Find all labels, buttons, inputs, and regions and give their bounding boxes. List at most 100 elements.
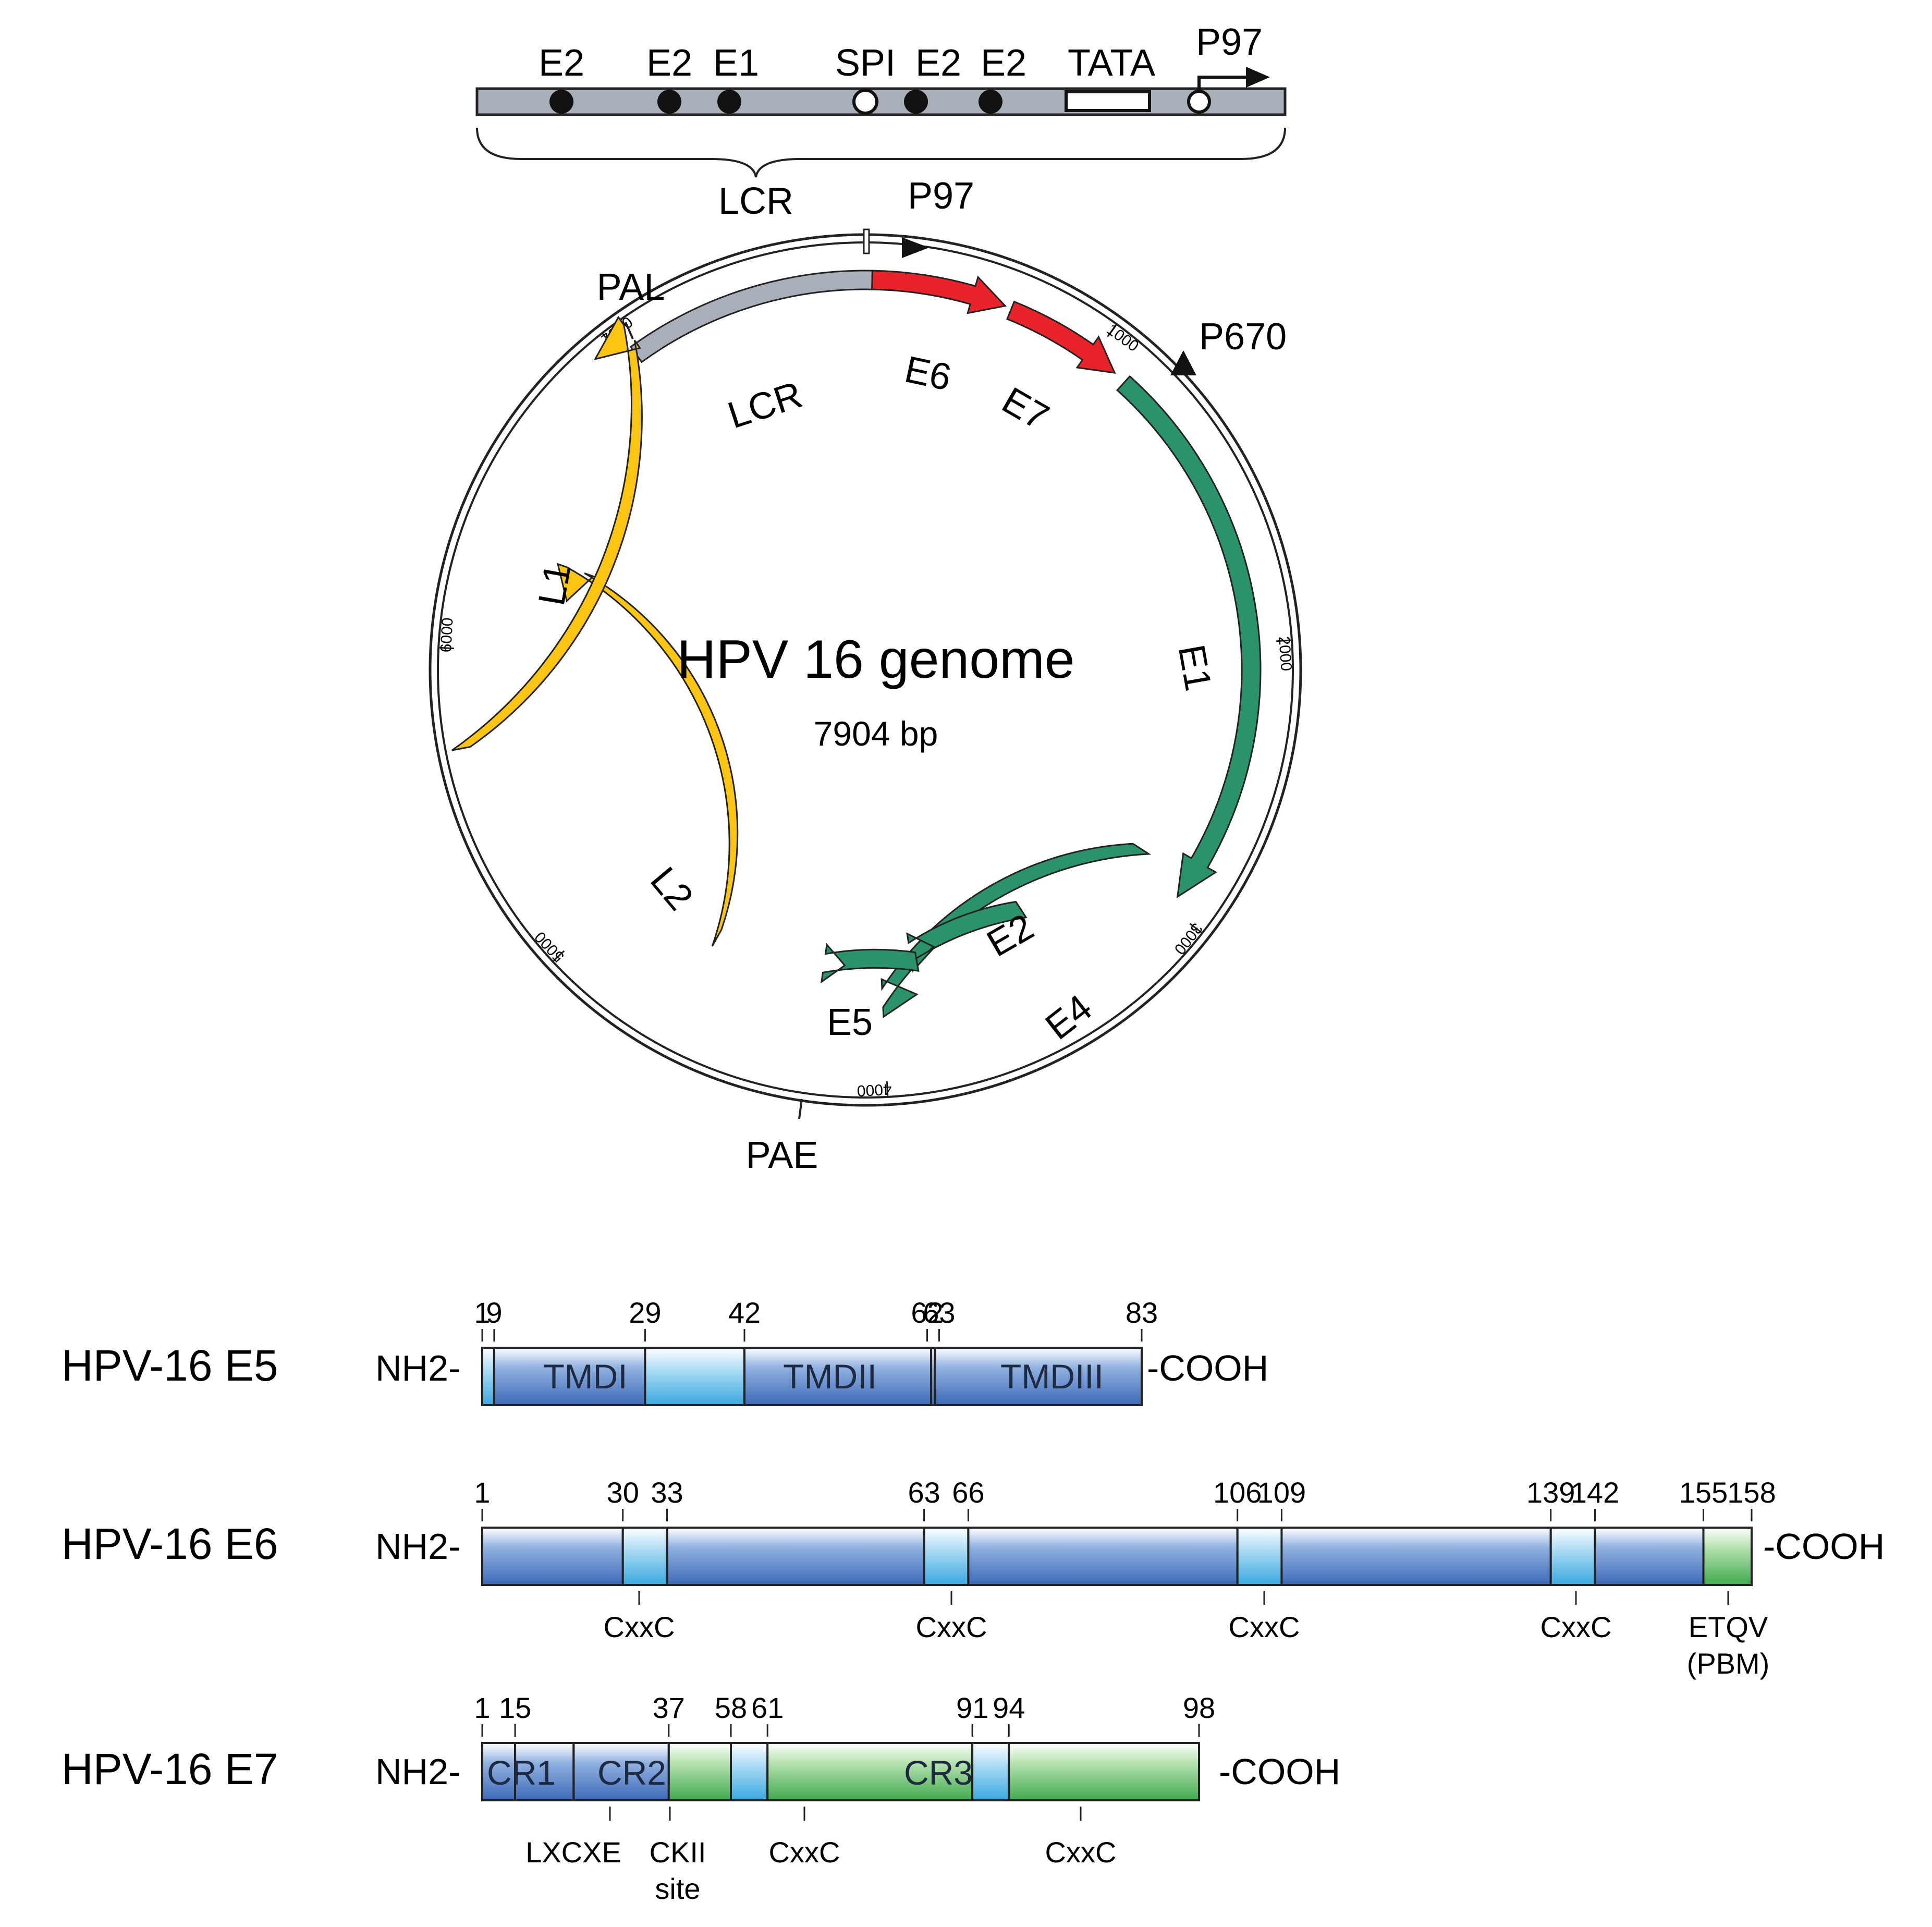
protein-domain-segment (766, 1742, 974, 1801)
gene-label-l1: L1 (531, 560, 579, 608)
protein-domain-segment (667, 1742, 732, 1801)
position-label: 37 (653, 1691, 685, 1724)
e1-arrow (1116, 375, 1262, 899)
position-label: 109 (1257, 1476, 1306, 1509)
e7-domain-cr2: CR2 (597, 1753, 666, 1792)
e7-nh2: NH2- (375, 1751, 460, 1792)
position-label: 61 (751, 1691, 784, 1724)
e7-arrow (1006, 300, 1116, 374)
p97-label: P97 (908, 175, 974, 217)
site-label-e2-1: E2 (539, 42, 584, 84)
position-label: 155 (1679, 1476, 1728, 1509)
e6-motif-cxxc-3: CxxC (1229, 1611, 1300, 1643)
scale-tick-label: 2000 (1275, 636, 1295, 672)
p97-promoter-arrow (1197, 76, 1254, 91)
position-label: 42 (728, 1296, 761, 1329)
position-label: 33 (651, 1476, 683, 1509)
protein-domain-segment (743, 1347, 933, 1406)
e7-cooh: -COOH (1219, 1751, 1340, 1792)
protein-domain-segment (1549, 1527, 1596, 1586)
position-label: 83 (1126, 1296, 1158, 1329)
gene-arrows (451, 270, 1262, 1018)
position-label: 91 (956, 1691, 988, 1724)
e7-motif-ckii-site: site (655, 1872, 700, 1905)
e6-name: HPV-16 E6 (62, 1519, 278, 1568)
p97-arrow-head (1246, 67, 1270, 88)
protein-domain-segment (572, 1742, 670, 1801)
tata-box (1065, 90, 1151, 112)
site-label-e2-2: E2 (646, 42, 692, 84)
protein-domain-segment (1280, 1527, 1552, 1586)
position-label: 98 (1183, 1691, 1215, 1724)
pal-label: PAL (597, 266, 665, 308)
protein-domain-segment (493, 1347, 646, 1406)
scale-tick-label: 4000 (857, 1080, 892, 1099)
genome-title: HPV 16 genome (677, 629, 1074, 690)
genome-size: 7904 bp (814, 714, 938, 753)
e6-cooh: -COOH (1763, 1526, 1885, 1567)
position-label: 9 (486, 1296, 502, 1329)
e6-arrow (871, 270, 1007, 314)
position-label: 29 (629, 1296, 661, 1329)
e6-domains (481, 1527, 1753, 1586)
lcr-band (629, 270, 873, 363)
e5-domain-tmdii: TMDII (783, 1357, 877, 1396)
e2-binding-site-2 (657, 90, 681, 114)
pae-label: PAE (746, 1135, 818, 1176)
e7-motif-ticks (609, 1807, 1082, 1821)
e6-motif-cxxc-4: CxxC (1540, 1611, 1612, 1643)
protein-domain-segment (1236, 1527, 1283, 1586)
e7-motif-cxxc-2: CxxC (1045, 1836, 1117, 1869)
position-label: 106 (1213, 1476, 1262, 1509)
e1-binding-site (717, 90, 741, 114)
site-label-e2-3: E2 (915, 42, 961, 84)
gene-label-l2: L2 (642, 859, 701, 918)
protein-domain-segment (934, 1347, 1143, 1406)
e7-domain-cr1: CR1 (487, 1753, 556, 1792)
p97-triangle (902, 237, 929, 258)
e5-arrow (820, 943, 920, 984)
scale-tick-label: 5000 (531, 928, 568, 965)
pae-tick (798, 1099, 803, 1119)
e2-binding-site-1 (549, 90, 573, 114)
protein-domain-segment (481, 1742, 517, 1801)
position-label: 139 (1526, 1476, 1575, 1509)
p670-label: P670 (1199, 316, 1287, 358)
position-label: 142 (1571, 1476, 1619, 1509)
e7-motif-lxcxe: LXCXE (525, 1836, 621, 1869)
e5-cooh: -COOH (1147, 1348, 1268, 1388)
position-label: 30 (607, 1476, 639, 1509)
lcr-brace-label: LCR (718, 180, 793, 222)
protein-domain-segment (644, 1347, 745, 1406)
protein-domain-segment (481, 1527, 624, 1586)
lcr-bar (475, 87, 1287, 116)
e7-motif-ckii: CKII (650, 1836, 706, 1869)
e7-domain-cr3: CR3 (904, 1753, 973, 1792)
e6-motif-cxxc-2: CxxC (916, 1611, 987, 1643)
scale-tick (1189, 923, 1202, 933)
protein-domain-segment (621, 1527, 668, 1586)
protein-domain-segment (514, 1742, 575, 1801)
p97-label-top: P97 (1196, 21, 1263, 63)
protein-domain-segment (1008, 1742, 1200, 1801)
e5-domain-tmdiii: TMDIII (1000, 1357, 1104, 1396)
position-label: 94 (993, 1691, 1025, 1724)
e7-motif-cxxc-1: CxxC (769, 1836, 840, 1869)
position-label: 63 (923, 1296, 955, 1329)
position-label: 66 (952, 1476, 984, 1509)
e7-domains (481, 1742, 1200, 1801)
e4-arrow (906, 900, 1028, 973)
l2-arrow (556, 563, 739, 947)
e6-motif-ticks (638, 1591, 1729, 1605)
scale-tick (1107, 324, 1117, 337)
gene-label-e6: E6 (901, 348, 955, 399)
sp1-site (852, 89, 878, 115)
position-label: 1 (474, 1476, 490, 1509)
